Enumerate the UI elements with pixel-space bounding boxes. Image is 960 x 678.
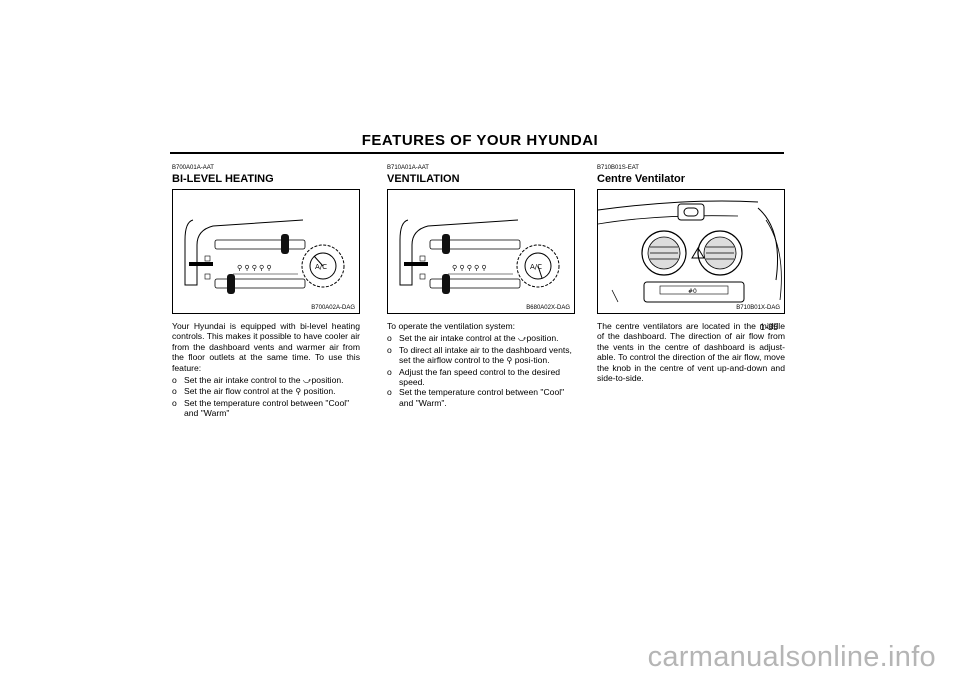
svg-text:⚲ ⚲ ⚲ ⚲ ⚲: ⚲ ⚲ ⚲ ⚲ ⚲ bbox=[237, 264, 272, 272]
climate-control-panel-figure: ⚲ ⚲ ⚲ ⚲ ⚲ A/C B700A02A-DAG bbox=[172, 189, 360, 314]
bilevel-icon: ⚲ bbox=[295, 387, 302, 397]
section-heading: VENTILATION bbox=[387, 173, 460, 185]
centre-ventilator-drawing: #0 bbox=[598, 200, 782, 303]
bullet: o bbox=[387, 333, 392, 344]
figure-code: B700A02A-DAG bbox=[311, 305, 355, 311]
bullet: o bbox=[172, 375, 177, 386]
climate-control-panel-drawing: ⚲ ⚲ ⚲ ⚲ ⚲ A/C bbox=[184, 219, 345, 294]
climate-control-panel-figure: ⚲ ⚲ ⚲ ⚲ ⚲ A/C B680A02X-DAG bbox=[387, 189, 575, 314]
bullet: o bbox=[387, 344, 392, 355]
fresh-air-icon: ⤻ bbox=[302, 376, 312, 386]
climate-control-panel-drawing: ⚲ ⚲ ⚲ ⚲ ⚲ A/C bbox=[399, 219, 560, 294]
section-code: B710B01S-EAT bbox=[597, 165, 639, 171]
header-rule bbox=[170, 152, 784, 154]
section-bilevel-heating: B700A01A-AAT BI-LEVEL HEATING ⚲ ⚲ ⚲ ⚲ ⚲ … bbox=[172, 164, 360, 419]
bullet: o bbox=[172, 397, 177, 408]
page-number: 1-35 bbox=[760, 322, 779, 332]
centre-ventilator-figure: #0 B710B01X-DAG bbox=[597, 189, 785, 314]
bullet: o bbox=[172, 386, 177, 397]
fresh-air-icon: ⤻ bbox=[517, 334, 527, 344]
section-code: B700A01A-AAT bbox=[172, 165, 214, 171]
section-heading: BI-LEVEL HEATING bbox=[172, 173, 274, 185]
section-heading: Centre Ventilator bbox=[597, 173, 686, 185]
figure-code: B680A02X-DAG bbox=[526, 305, 570, 311]
section-body: Your Hyundai is equipped with bi-level h… bbox=[172, 321, 360, 373]
svg-text:⚲ ⚲ ⚲ ⚲ ⚲: ⚲ ⚲ ⚲ ⚲ ⚲ bbox=[452, 264, 487, 272]
bullet: o bbox=[387, 366, 392, 377]
figure-code: B710B01X-DAG bbox=[736, 305, 780, 311]
page-header-title: FEATURES OF YOUR HYUNDAI bbox=[361, 132, 599, 149]
section-body: To operate the ventilation system: bbox=[387, 321, 516, 331]
section-centre-ventilator: B710B01S-EAT Centre Ventilator #0 B bbox=[597, 164, 785, 383]
section-body: The centre ventilators are located in th… bbox=[597, 321, 785, 384]
ac-label: A/C bbox=[530, 263, 542, 271]
face-vent-icon: ⚲ bbox=[506, 356, 513, 366]
watermark-text: carmanualsonline.info bbox=[647, 641, 936, 673]
bullet: o bbox=[387, 387, 392, 398]
section-code: B710A01A-AAT bbox=[387, 165, 429, 171]
ac-label: A/C bbox=[315, 263, 327, 271]
section-ventilation: B710A01A-AAT VENTILATION ⚲ ⚲ ⚲ ⚲ ⚲ A/C B… bbox=[387, 164, 575, 408]
radio-label: #0 bbox=[688, 288, 697, 295]
